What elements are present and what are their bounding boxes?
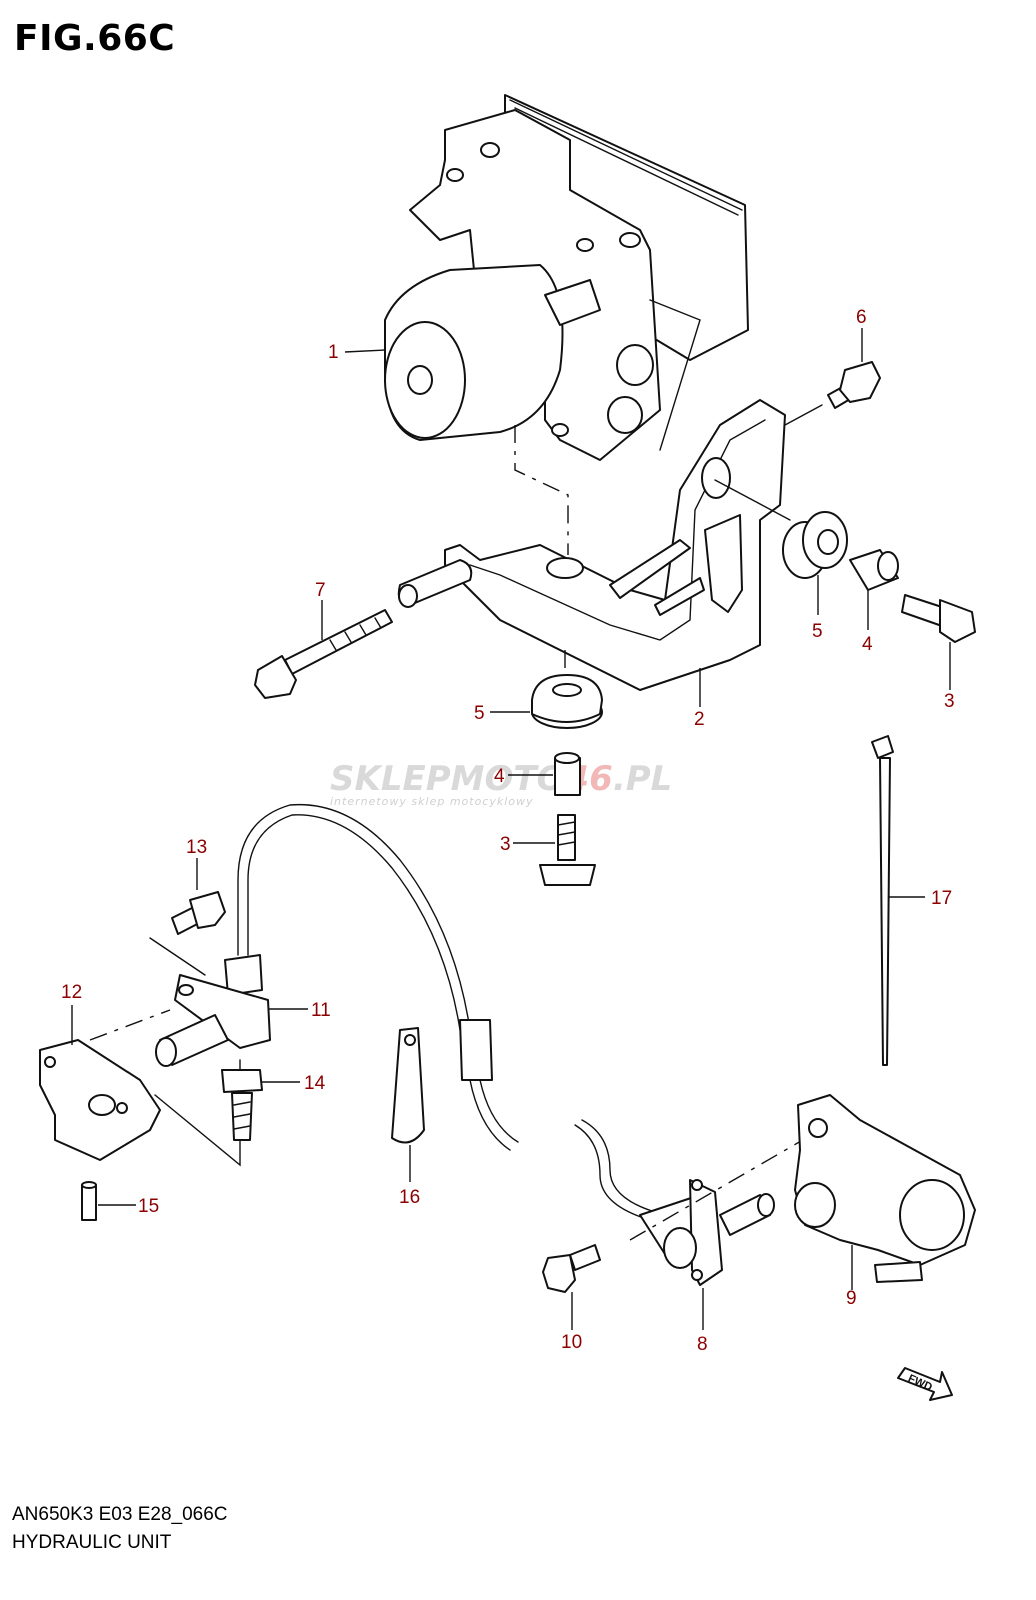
assembly-name: HYDRAULIC UNIT — [12, 1532, 172, 1553]
callout-4-right: 4 — [862, 634, 873, 655]
callout-15: 15 — [138, 1196, 159, 1217]
grommet-part-5-right — [782, 511, 848, 579]
callout-9: 9 — [846, 1288, 857, 1309]
assembly-line-bolt6 — [784, 404, 823, 426]
callout-12: 12 — [61, 982, 82, 1003]
svg-text:SKLEPMOTO46.PL: SKLEPMOTO46.PL — [330, 759, 672, 799]
assembly-line-grommet — [714, 479, 791, 521]
bolt-part-10 — [542, 1244, 601, 1293]
collar-part-4-lower — [554, 752, 581, 796]
bolt-part-3-right — [901, 594, 976, 643]
assembly-line-bolt13 — [149, 937, 206, 976]
callout-17: 17 — [931, 888, 952, 909]
wheel-speed-sensor-part-11 — [155, 803, 519, 1151]
callout-11: 11 — [311, 1000, 331, 1021]
bolt-part-6 — [827, 361, 881, 409]
wheel-speed-sensor-part-8 — [574, 1119, 775, 1286]
bracket-part-2 — [397, 399, 786, 691]
callout-5-right: 5 — [812, 621, 823, 642]
pin-part-15 — [81, 1181, 97, 1221]
callout-labels: 1 2 3 3 4 4 5 5 6 7 8 9 10 11 12 13 14 1… — [61, 307, 955, 1355]
callout-1: 1 — [328, 342, 339, 363]
watermark-brand-part1: SKLEPMOTO — [330, 759, 565, 799]
damper-part-5-lower — [531, 674, 603, 729]
sensor-bracket-part-9 — [794, 1094, 976, 1283]
clamp-part-16 — [391, 1027, 425, 1144]
callout-7: 7 — [315, 580, 326, 601]
watermark-brand-part3: .PL — [613, 759, 673, 799]
bolt-part-3-lower — [539, 814, 596, 886]
forward-direction-marker: FWD — [897, 1367, 953, 1401]
callout-14: 14 — [304, 1073, 326, 1094]
callout-13: 13 — [186, 837, 207, 858]
bolt-part-14 — [221, 1069, 263, 1141]
watermark-tagline: internetowy sklep motocyklowy — [330, 795, 534, 808]
callout-10: 10 — [561, 1332, 582, 1353]
bolt-part-13 — [171, 891, 226, 935]
callout-3-lower: 3 — [500, 834, 511, 855]
callout-5-lower: 5 — [474, 703, 485, 724]
model-code: AN650K3 E03 E28_066C — [12, 1504, 228, 1525]
forward-direction-label: FWD — [906, 1373, 934, 1394]
collar-part-4-right — [849, 549, 899, 591]
long-bolt-part-7 — [254, 609, 393, 699]
assembly-line-sensor12 — [89, 1009, 171, 1041]
callout-2: 2 — [694, 709, 705, 730]
sensor-bracket-part-12 — [39, 1039, 161, 1161]
cable-tie-part-17 — [871, 735, 894, 1066]
callout-8: 8 — [697, 1334, 708, 1355]
callout-6: 6 — [856, 307, 867, 328]
callout-4-lower: 4 — [494, 766, 505, 787]
assembly-line-unit — [514, 425, 569, 555]
figure-title: FIG.66C — [14, 18, 176, 59]
callout-leaders — [71, 328, 951, 1330]
hydraulic-unit-part-1 — [384, 94, 749, 461]
callout-16: 16 — [399, 1187, 420, 1208]
callout-3-right: 3 — [944, 691, 955, 712]
watermark: SKLEPMOTO46.PL internetowy sklep motocyk… — [330, 759, 672, 808]
